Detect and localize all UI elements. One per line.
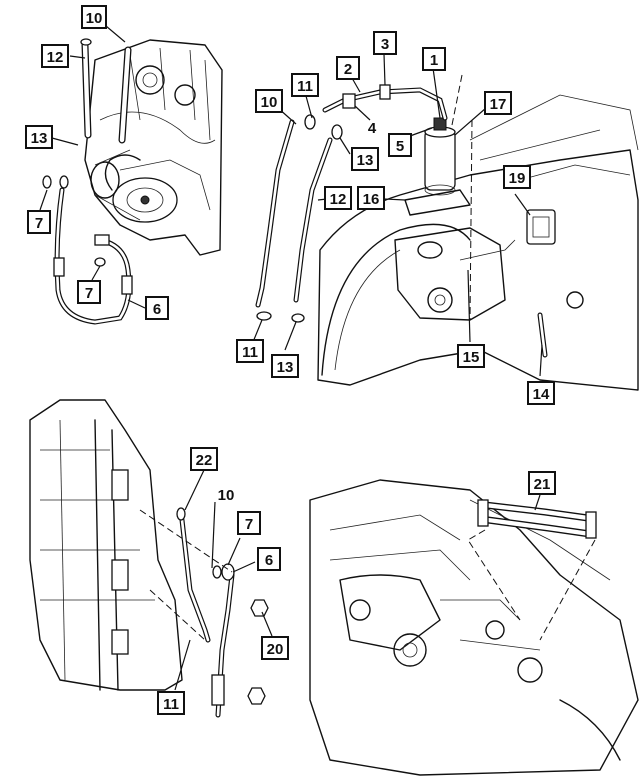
- callout-13-label: 13: [277, 359, 294, 376]
- callout-10-label: 10: [261, 94, 278, 111]
- callout-2: 2: [336, 56, 360, 80]
- callout-21: 21: [528, 471, 556, 495]
- callout-5-label: 5: [396, 138, 404, 155]
- callout-21-label: 21: [534, 476, 551, 493]
- callout-3-label: 3: [381, 36, 389, 53]
- callout-16: 16: [357, 186, 385, 210]
- callout-1: 1: [422, 47, 446, 71]
- callout-7: 7: [77, 280, 101, 304]
- callout-14: 14: [527, 381, 555, 405]
- callout-7-label: 7: [35, 215, 43, 232]
- callout-17-label: 17: [490, 96, 507, 113]
- callout-22: 22: [190, 447, 218, 471]
- callout-11-label: 11: [242, 344, 258, 361]
- callout-19-label: 19: [509, 170, 526, 187]
- callout-12: 12: [41, 44, 69, 68]
- callout-7: 7: [237, 511, 261, 535]
- callout-22-label: 22: [196, 452, 213, 469]
- callout-15-label: 15: [463, 349, 480, 366]
- callout-13: 13: [25, 125, 53, 149]
- engine-compressor-view: [42, 38, 223, 325]
- callout-11: 11: [157, 691, 185, 715]
- callout-6-label: 6: [153, 301, 161, 318]
- callout-7-label: 7: [245, 516, 253, 533]
- callout-4: 4: [368, 120, 377, 137]
- callout-11: 11: [291, 73, 319, 97]
- callout-7: 7: [27, 210, 51, 234]
- callout-12: 12: [324, 186, 352, 210]
- callout-4-label: 4: [368, 120, 377, 137]
- callout-10: 10: [218, 487, 235, 504]
- callout-13: 13: [351, 147, 379, 171]
- callout-5: 5: [388, 133, 412, 157]
- callout-10: 10: [255, 89, 283, 113]
- callout-17: 17: [484, 91, 512, 115]
- callout-3: 3: [373, 31, 397, 55]
- callout-11-label: 11: [297, 78, 313, 95]
- callout-10-label: 10: [218, 487, 235, 504]
- callout-6-label: 6: [265, 552, 273, 569]
- callout-13: 13: [271, 354, 299, 378]
- callout-6: 6: [145, 296, 169, 320]
- callout-20: 20: [261, 636, 289, 660]
- callout-12-label: 12: [330, 191, 347, 208]
- callout-14-label: 14: [533, 386, 550, 403]
- callout-10-label: 10: [86, 10, 103, 27]
- callout-19: 19: [503, 165, 531, 189]
- callout-10: 10: [81, 5, 107, 29]
- condenser-view: [29, 399, 269, 718]
- callout-2-label: 2: [344, 61, 352, 78]
- callout-12-label: 12: [47, 49, 64, 66]
- callout-20-label: 20: [267, 641, 284, 658]
- callout-1-label: 1: [430, 52, 438, 69]
- callout-7-label: 7: [85, 285, 93, 302]
- engine-bay-view: [309, 479, 639, 776]
- callout-11-label: 11: [163, 696, 179, 713]
- callout-6: 6: [257, 547, 281, 571]
- callout-13-label: 13: [31, 130, 48, 147]
- callout-15: 15: [457, 344, 485, 368]
- callout-16-label: 16: [363, 191, 380, 208]
- callout-13-label: 13: [357, 152, 374, 169]
- receiver-drier-view: [255, 74, 639, 391]
- leader-lines: [39, 25, 543, 691]
- callout-11: 11: [236, 339, 264, 363]
